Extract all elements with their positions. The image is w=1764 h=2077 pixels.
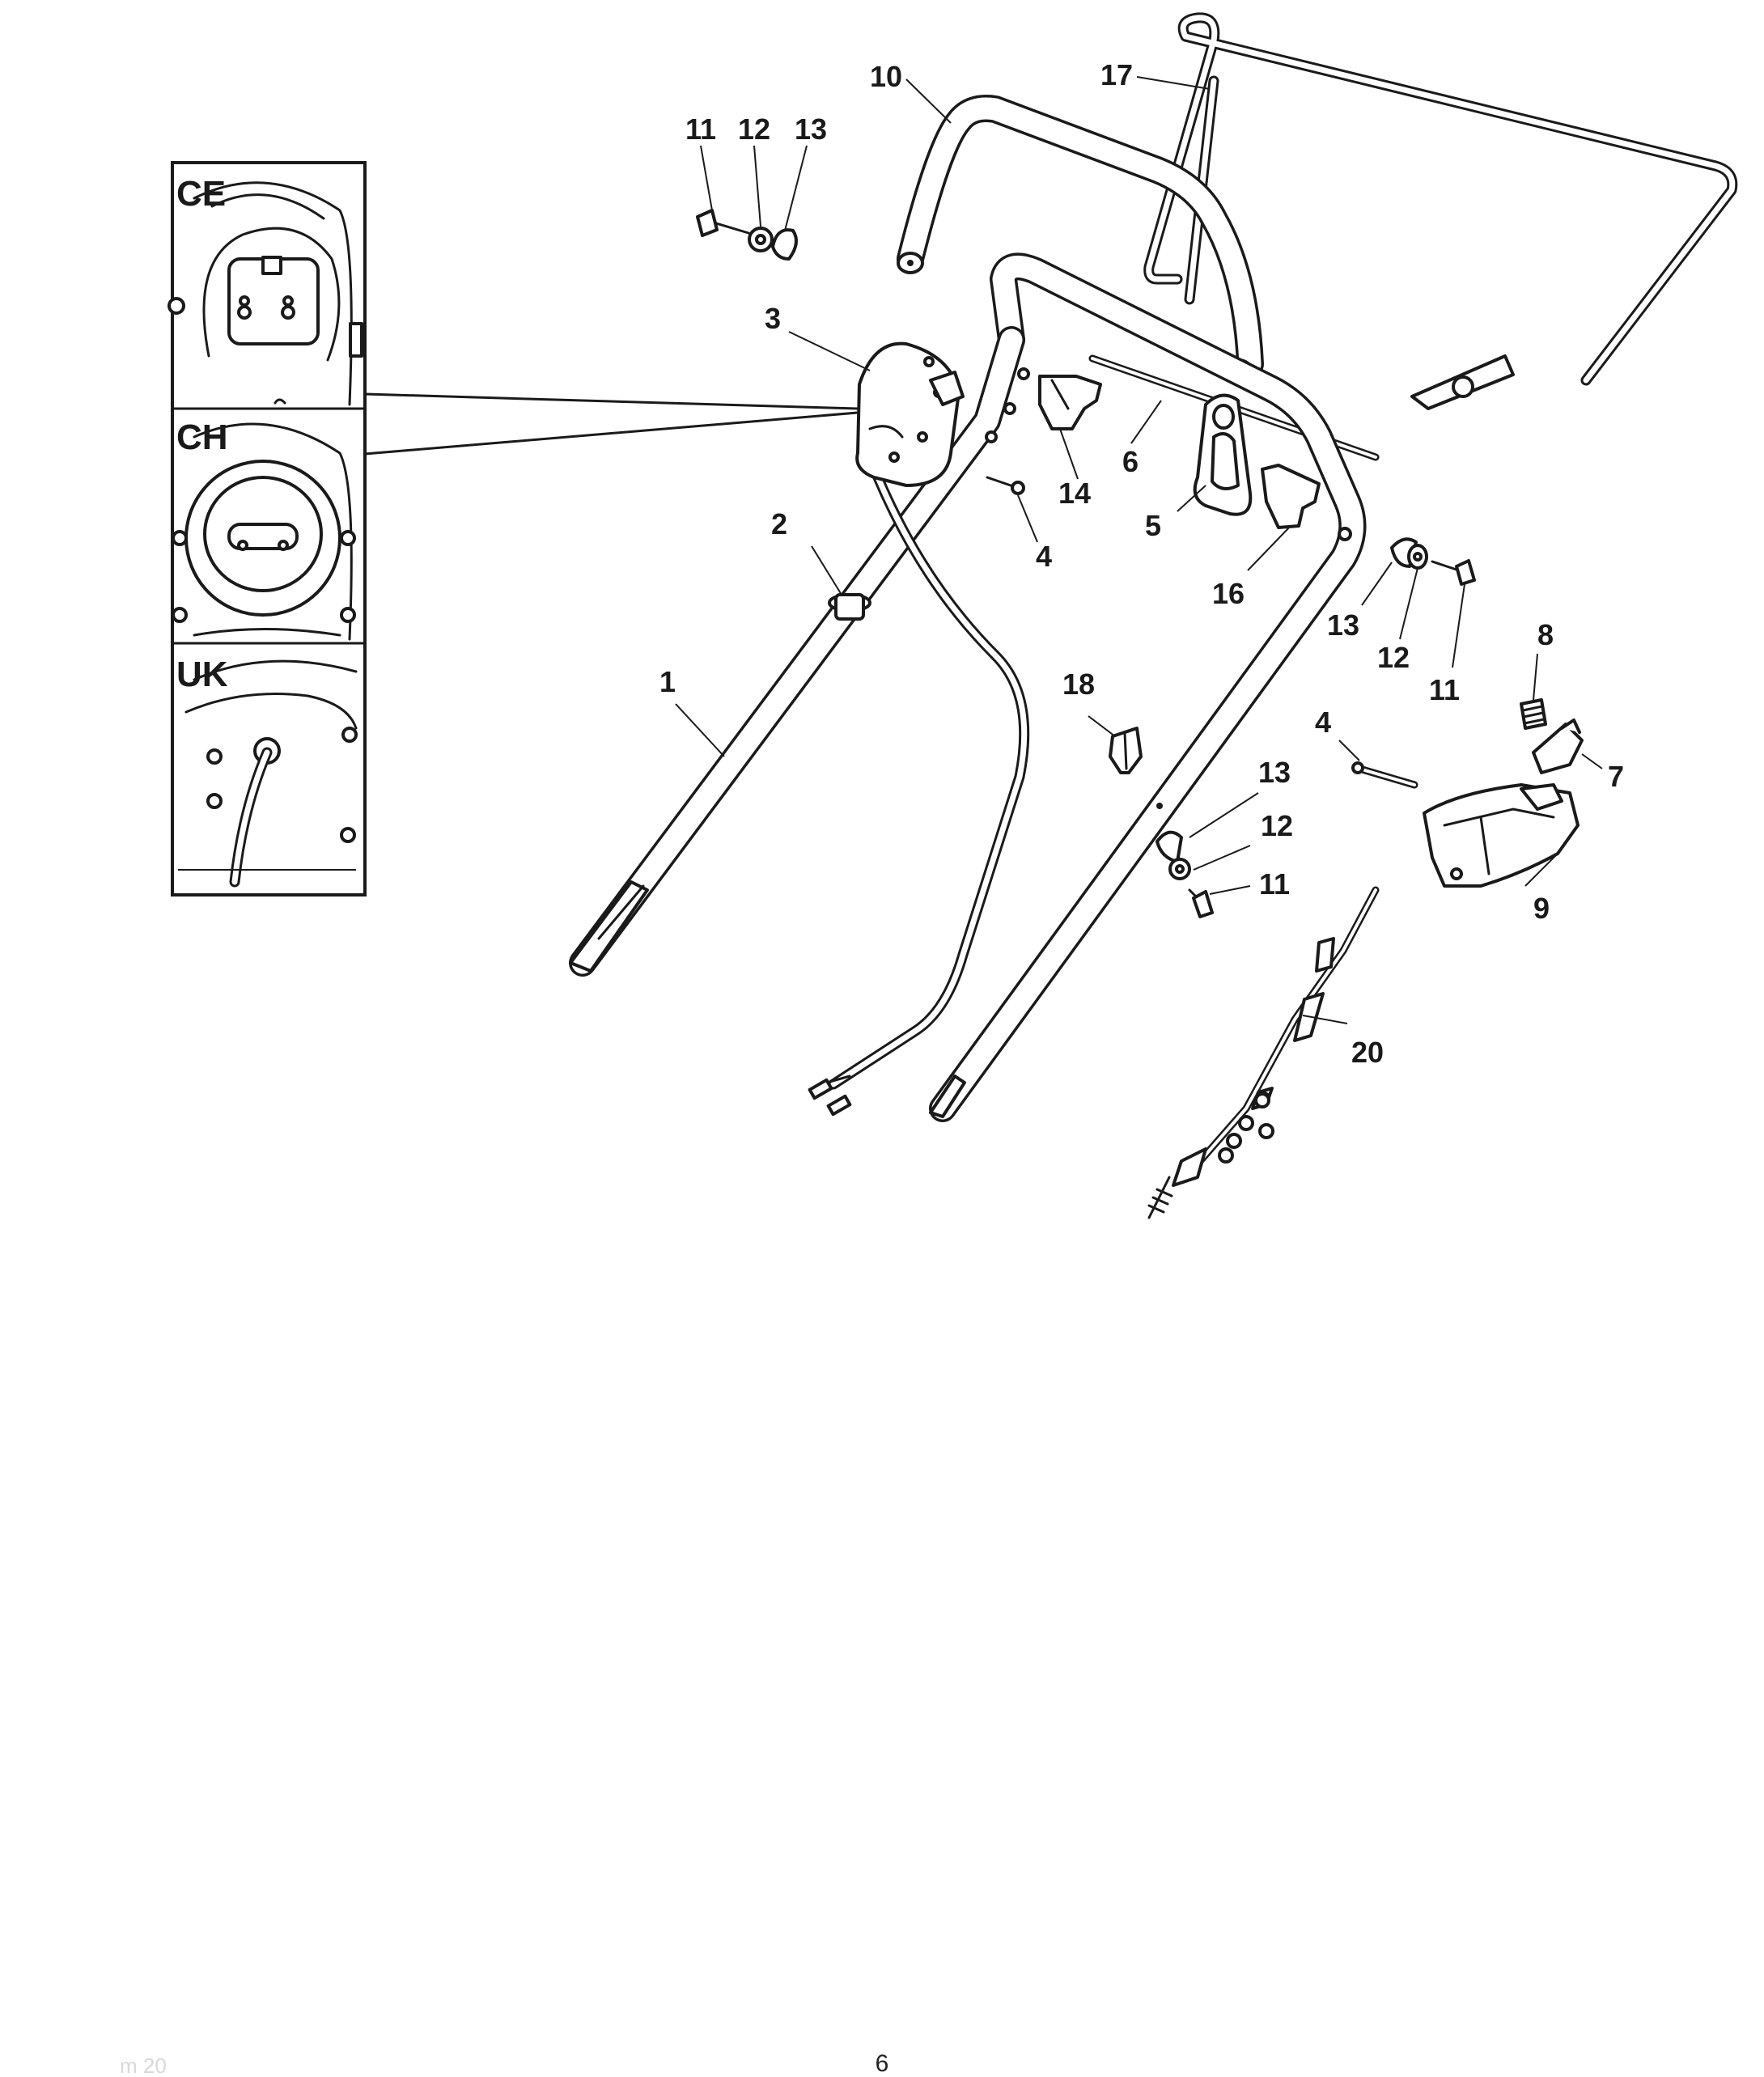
callout-8: 8 xyxy=(1537,618,1554,651)
part-4-pin-lower xyxy=(1351,761,1418,789)
callout-1: 1 xyxy=(659,665,676,698)
fastener-set-right xyxy=(1390,537,1476,586)
part-2-cable-clip xyxy=(828,593,871,621)
uk-plug-drawing xyxy=(178,659,358,888)
callout-7: 7 xyxy=(1608,760,1624,793)
page-number: 6 xyxy=(876,2050,889,2077)
callout-5: 5 xyxy=(1145,509,1161,542)
callout-13: 13 xyxy=(1258,756,1291,789)
callout-4: 4 xyxy=(1036,540,1052,573)
part-14-clip xyxy=(1038,375,1102,430)
callout-10: 10 xyxy=(870,60,902,93)
plug-variants-inset: CE CH UK xyxy=(167,161,859,897)
callout-labels: 10 17 11 12 13 3 6 14 4 5 2 16 13 12 11 … xyxy=(659,58,1624,1069)
inset-label-ch: CH xyxy=(176,418,228,457)
ce-plug-drawing xyxy=(167,181,363,406)
callout-16: 16 xyxy=(1212,577,1245,610)
callout-12: 12 xyxy=(738,112,770,146)
callout-11: 11 xyxy=(1259,867,1290,901)
callout-20: 20 xyxy=(1351,1036,1384,1069)
callout-11: 11 xyxy=(685,112,716,146)
fastener-set-top xyxy=(696,209,798,261)
callout-14: 14 xyxy=(1058,477,1091,510)
part-7-lever xyxy=(1532,718,1584,774)
part-9-bracket xyxy=(1423,783,1580,888)
callout-12: 12 xyxy=(1377,641,1410,674)
inset-label-uk: UK xyxy=(176,655,228,694)
inset-connector-bottom xyxy=(364,411,859,456)
leader-lines xyxy=(675,76,1603,1024)
callout-12: 12 xyxy=(1261,809,1293,842)
part-18-push-pin xyxy=(1109,727,1143,774)
callout-9: 9 xyxy=(1533,892,1550,925)
fastener-set-lower xyxy=(1156,830,1214,918)
callout-2: 2 xyxy=(771,507,787,540)
callout-4: 4 xyxy=(1315,706,1331,739)
callout-3: 3 xyxy=(765,302,781,335)
lower-handle-frame xyxy=(929,252,1367,1122)
callout-13: 13 xyxy=(1327,608,1359,642)
part-8-spring xyxy=(1520,698,1547,730)
footer-faint-mark: m 20 xyxy=(120,2054,167,2077)
inset-label-ce: CE xyxy=(176,174,226,214)
part-3-switch-box xyxy=(808,341,1030,1117)
ch-plug-drawing xyxy=(172,422,356,641)
part-5-cable-guide xyxy=(1193,393,1253,516)
inset-connector-top xyxy=(364,392,859,410)
part-16-clip xyxy=(1261,464,1321,529)
part-1-lower-handle xyxy=(569,326,1030,977)
callout-6: 6 xyxy=(1122,445,1139,478)
part-20-control-cable xyxy=(1147,886,1380,1219)
callout-13: 13 xyxy=(795,112,827,146)
callout-11: 11 xyxy=(1429,673,1460,706)
callout-18: 18 xyxy=(1062,668,1095,701)
part-4-screw-upper xyxy=(986,476,1025,495)
callout-17: 17 xyxy=(1100,58,1133,91)
